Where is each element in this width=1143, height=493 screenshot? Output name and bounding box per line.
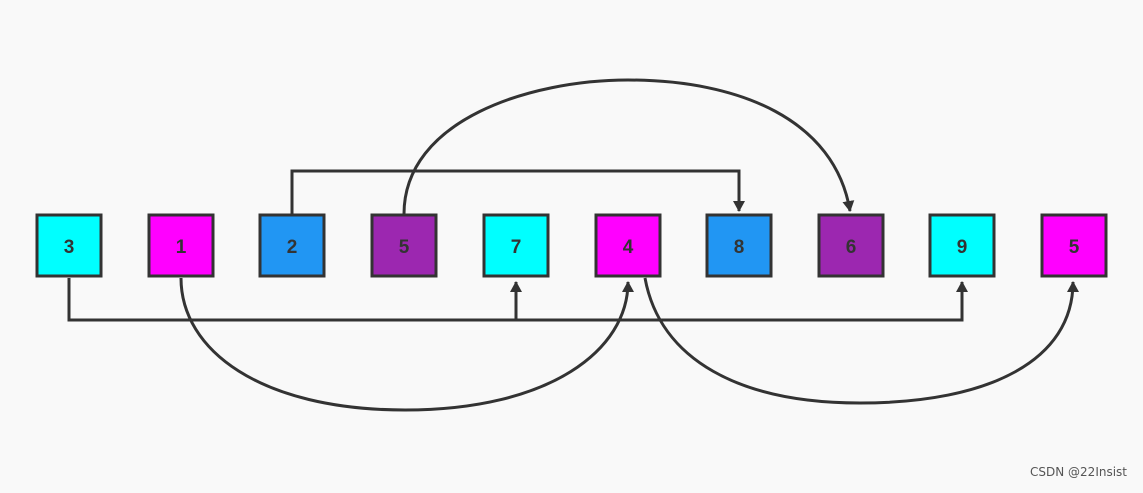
box-7-rect (705, 213, 773, 278)
box-10-rect (1040, 213, 1108, 278)
box-6-label: 4 (623, 237, 634, 258)
box-4: 5 (370, 213, 438, 278)
connector-1-to-4 (179, 277, 634, 412)
box-8-label: 6 (846, 237, 857, 258)
box-2-label: 1 (176, 237, 187, 258)
box-6: 4 (594, 213, 662, 278)
box-4-label: 5 (399, 237, 410, 258)
box-1: 3 (35, 213, 103, 278)
box-2: 1 (147, 213, 215, 278)
box-8-rect (817, 213, 885, 278)
box-7: 8 (705, 213, 773, 278)
box-6-rect (594, 213, 662, 278)
box-4-rect (370, 213, 438, 278)
box-9-rect (928, 213, 996, 278)
box-8: 6 (817, 213, 885, 278)
box-10: 5 (1040, 213, 1108, 278)
box-9-label: 9 (957, 237, 968, 258)
box-5-label: 7 (511, 237, 522, 258)
box-3-label: 2 (287, 237, 298, 258)
box-1-label: 3 (64, 237, 75, 258)
box-3: 2 (258, 213, 326, 278)
box-10-label: 5 (1069, 237, 1080, 258)
connector-2-to-8 (290, 169, 745, 215)
box-2-rect (147, 213, 215, 278)
connector-3-to-9 (516, 281, 968, 322)
connector-4-to-5 (643, 277, 1079, 405)
watermark: CSDN @22Insist (1030, 465, 1127, 479)
box-9: 9 (928, 213, 996, 278)
connector-3-to-7 (67, 278, 522, 322)
box-3-rect (258, 213, 326, 278)
box-1-rect (35, 213, 103, 278)
box-7-label: 8 (734, 237, 745, 258)
box-5: 7 (482, 213, 550, 278)
box-5-rect (482, 213, 550, 278)
connector-5-to-6 (402, 78, 855, 215)
